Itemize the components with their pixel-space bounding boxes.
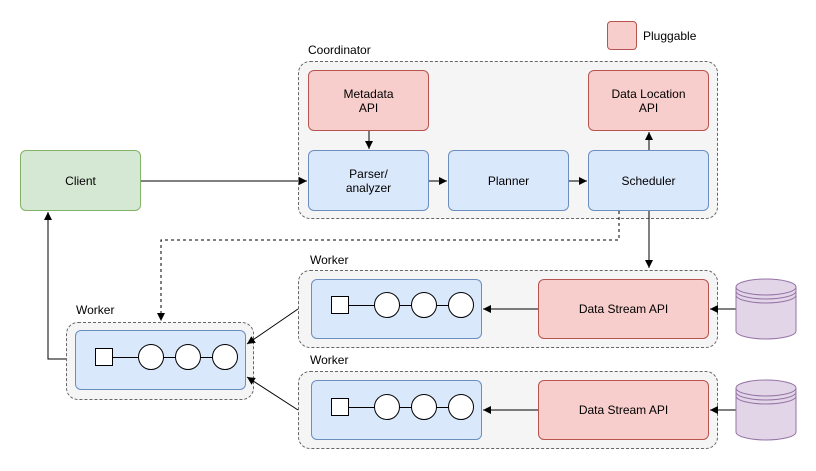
client-box: Client bbox=[20, 150, 141, 211]
pipeline-connector bbox=[349, 407, 461, 408]
arrow-scheduler-to-left-worker bbox=[157, 211, 620, 321]
operator-square bbox=[331, 296, 349, 314]
data-stream-api-top: Data Stream API bbox=[538, 279, 709, 339]
database-icon bbox=[735, 278, 797, 340]
pipeline-connector bbox=[349, 305, 461, 306]
parser-analyzer-box: Parser/ analyzer bbox=[308, 150, 429, 211]
operator-circle bbox=[411, 394, 437, 420]
worker-bottom-title: Worker bbox=[310, 353, 349, 367]
operator-circle bbox=[374, 292, 400, 318]
coordinator-title: Coordinator bbox=[308, 43, 371, 57]
data-stream-api-bottom: Data Stream API bbox=[538, 380, 709, 440]
legend-swatch bbox=[607, 21, 637, 50]
operator-circle bbox=[138, 344, 164, 370]
pipeline-connector bbox=[113, 357, 225, 358]
operator-circle bbox=[448, 292, 474, 318]
worker-left-title: Worker bbox=[76, 303, 115, 317]
scheduler-box: Scheduler bbox=[588, 150, 709, 211]
operator-circle bbox=[175, 344, 201, 370]
operator-square bbox=[95, 348, 113, 366]
operator-square bbox=[331, 398, 349, 416]
arrow-bottom-worker-to-left bbox=[246, 376, 299, 411]
arrow-top-worker-to-left bbox=[246, 308, 299, 345]
operator-circle bbox=[212, 344, 238, 370]
database-icon bbox=[735, 379, 797, 441]
legend-label: Pluggable bbox=[643, 29, 697, 43]
arrow-left-worker-to-client bbox=[44, 212, 66, 360]
operator-circle bbox=[411, 292, 437, 318]
data-location-api-box: Data Location API bbox=[588, 70, 709, 131]
worker-top-title: Worker bbox=[310, 253, 349, 267]
metadata-api-box: Metadata API bbox=[308, 70, 429, 131]
operator-circle bbox=[448, 394, 474, 420]
planner-box: Planner bbox=[448, 150, 569, 211]
operator-circle bbox=[374, 394, 400, 420]
